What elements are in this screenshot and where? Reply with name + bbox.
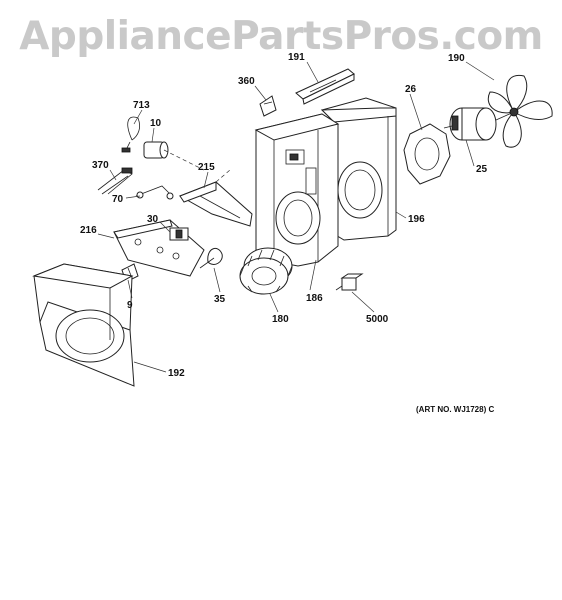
part-70-sensor[interactable] <box>135 185 174 200</box>
part-191-bracket[interactable] <box>295 68 355 105</box>
part-26-gasket[interactable] <box>403 123 451 185</box>
callout-30: 30 <box>147 214 159 225</box>
art-number-label: (ART NO. WJ1728) C <box>416 405 494 414</box>
callout-35: 35 <box>214 294 226 305</box>
part-10-capacitor[interactable] <box>143 141 205 171</box>
part-30-switch[interactable] <box>169 227 189 241</box>
callout-370: 370 <box>92 160 109 171</box>
callout-215: 215 <box>198 162 215 173</box>
callout-186: 186 <box>306 293 323 304</box>
part-713-wire-harness[interactable] <box>121 116 140 153</box>
callout-5000: 5000 <box>366 314 389 325</box>
callout-70: 70 <box>112 194 124 205</box>
part-25-motor[interactable] <box>443 107 515 141</box>
part-370-wire-set[interactable] <box>97 167 133 195</box>
watermark-logo: AppliancePartsPros.com <box>19 14 543 59</box>
leader-lines <box>97 61 495 373</box>
part-215-control-bracket[interactable] <box>178 169 253 227</box>
part-186-blower-housing[interactable] <box>254 113 340 267</box>
callout-190: 190 <box>448 53 465 64</box>
callout-196: 196 <box>408 214 425 225</box>
part-35-thermostat[interactable] <box>199 247 223 269</box>
callout-360: 360 <box>238 76 255 87</box>
callout-180: 180 <box>272 314 289 325</box>
part-5000-relay[interactable] <box>335 273 364 291</box>
callout-25: 25 <box>476 164 488 175</box>
part-192-front-housing[interactable] <box>32 263 135 387</box>
callout-10: 10 <box>150 118 162 129</box>
callout-191: 191 <box>288 52 305 63</box>
callout-216: 216 <box>80 225 97 236</box>
callout-713: 713 <box>133 100 150 111</box>
part-190-fan-blade[interactable] <box>487 74 553 148</box>
part-360-clip[interactable] <box>259 95 277 117</box>
callout-192: 192 <box>168 368 185 379</box>
callout-9: 9 <box>127 300 133 311</box>
part-196-rear-housing[interactable] <box>320 97 397 241</box>
callout-26: 26 <box>405 84 417 95</box>
part-180-blower-wheel[interactable] <box>239 247 293 295</box>
